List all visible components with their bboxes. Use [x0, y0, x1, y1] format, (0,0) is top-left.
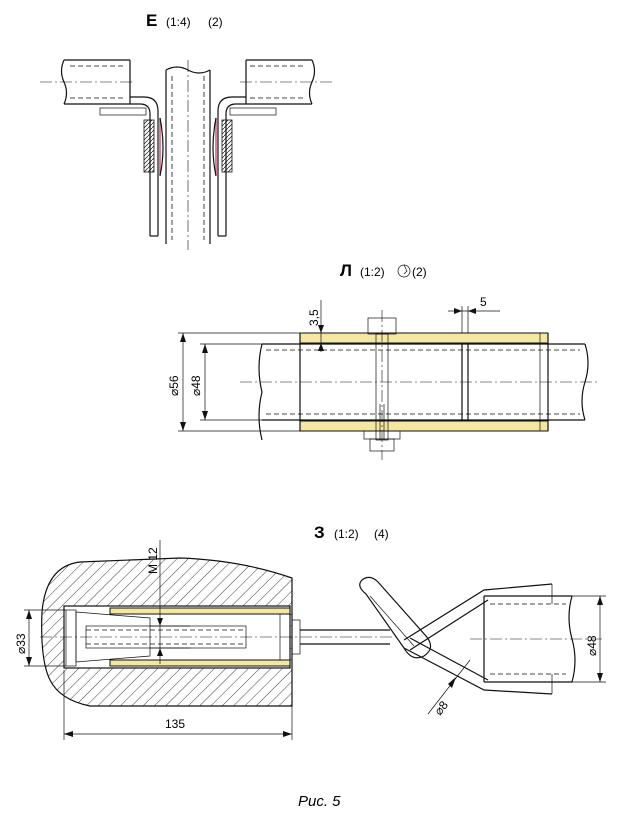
z-dim-tube-label: ⌀48 — [585, 635, 599, 656]
section-z-count: (4) — [374, 527, 389, 541]
e-right-tube — [240, 59, 335, 105]
z-rod — [40, 629, 410, 645]
l-dim-outer: ⌀56 — [167, 332, 300, 432]
l-dim-gap-label: 5 — [480, 295, 487, 309]
z-fork — [403, 583, 553, 695]
section-l-letter: Л — [340, 261, 352, 280]
section-z-scale: (1:2) — [334, 527, 359, 541]
z-dim-bore-label: ⌀33 — [14, 633, 28, 654]
z-right-tube — [470, 584, 605, 694]
l-outer-sleeve — [299, 332, 549, 432]
figure-caption: Рис. 5 — [298, 793, 341, 810]
section-z-letter: З — [314, 523, 325, 542]
l-dim-wall-label: 3,5 — [307, 309, 321, 326]
l-bolt — [363, 310, 401, 460]
section-e-count: (2) — [208, 15, 223, 29]
l-dim-inner-label: ⌀48 — [189, 375, 203, 396]
e-left-tube — [40, 59, 135, 105]
z-dim-bore: ⌀33 — [14, 609, 66, 667]
z-dim-thread: M 12 — [146, 540, 190, 664]
e-vertical-tube — [165, 60, 211, 250]
e-left-bracket — [99, 96, 164, 237]
z-dim-thread-label: M 12 — [146, 547, 160, 574]
l-dim-inner: ⌀48 — [189, 343, 262, 421]
section-l-scale: (1:2) — [360, 265, 385, 279]
z-dim-length-label: 135 — [165, 717, 185, 731]
z-dim-rod: ⌀8 — [427, 659, 471, 718]
z-dim-tube: ⌀48 — [572, 595, 606, 683]
section-l: Л (1:2) (2) — [167, 261, 600, 460]
section-l-count: (2) — [412, 265, 427, 279]
z-shackle — [359, 576, 432, 659]
l-dim-wall: 3,5 — [307, 300, 324, 352]
rotate-symbol-icon — [397, 264, 411, 278]
section-e-letter: Е — [146, 11, 157, 30]
z-hatched-body — [41, 557, 293, 707]
section-z: З (1:2) (4) — [14, 523, 606, 740]
section-e: Е (1:4) (2) — [40, 11, 335, 250]
z-dim-length: 135 — [63, 670, 293, 740]
l-dim-gap: 5 — [448, 295, 500, 333]
e-right-bracket — [212, 96, 277, 237]
l-dim-outer-label: ⌀56 — [167, 375, 181, 396]
section-e-scale: (1:4) — [166, 15, 191, 29]
z-dim-rod-label: ⌀8 — [431, 698, 451, 718]
